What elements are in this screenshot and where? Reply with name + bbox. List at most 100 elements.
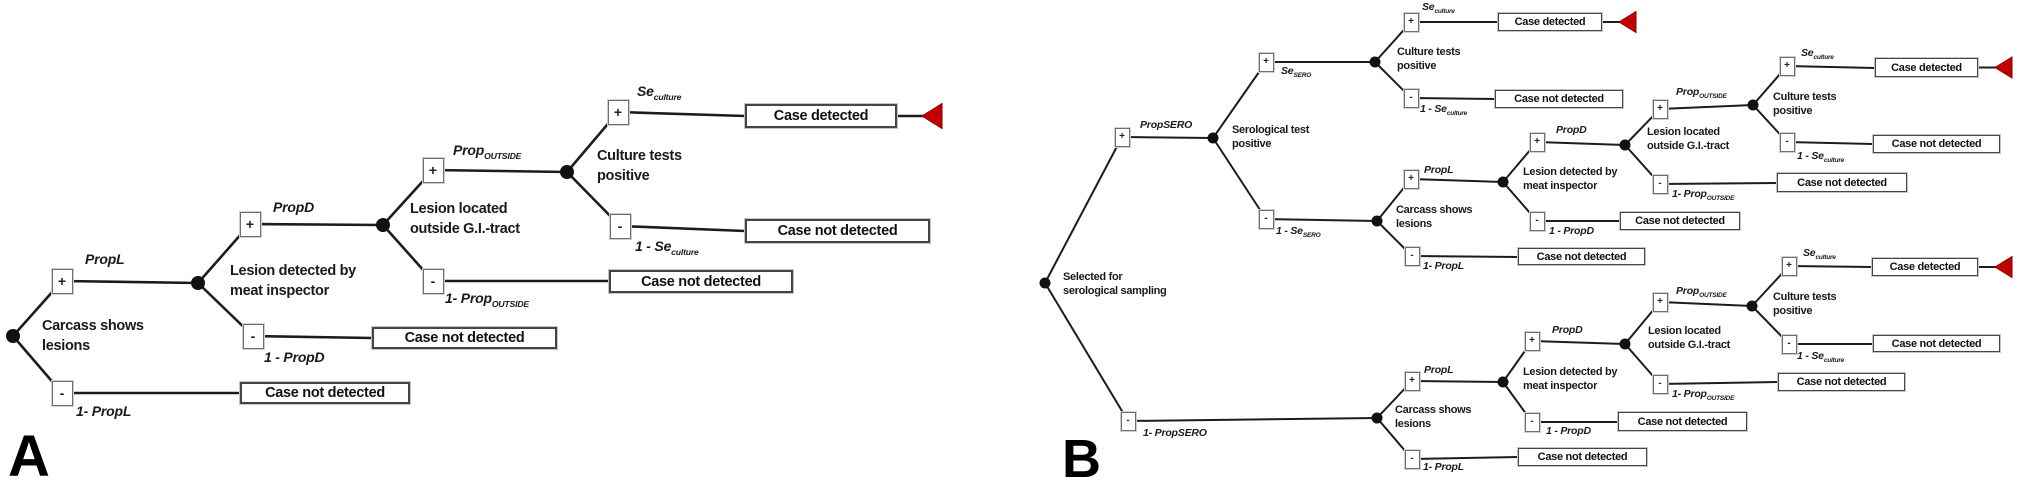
branch-line xyxy=(1127,417,1378,422)
event-label: Lesion detected by meat inspector xyxy=(1523,166,1618,192)
sign-plus-box: + xyxy=(1404,371,1420,391)
branch-line xyxy=(1411,380,1504,383)
branch-line xyxy=(1531,340,1626,345)
probability-label: 1- PropSERO xyxy=(1143,427,1207,439)
branch-line xyxy=(1411,456,1519,460)
outcome-box-case-not-detected: Case not detected xyxy=(240,382,410,404)
sign-minus-box: - xyxy=(1404,246,1420,266)
outcome-box-case-not-detected: Case not detected xyxy=(1873,135,2000,153)
probability-label: PropOUTSIDE xyxy=(1676,86,1727,101)
sign-plus-box: + xyxy=(1403,12,1419,32)
detected-endpoint-triangle-icon xyxy=(1994,56,2013,79)
event-label: Culture tests positive xyxy=(1397,46,1461,72)
branch-line xyxy=(1411,255,1519,258)
chance-node-dot xyxy=(1369,56,1381,68)
branch-line xyxy=(1410,97,1496,100)
branch-line xyxy=(1044,136,1123,284)
chance-node-dot xyxy=(1371,215,1383,227)
sign-plus-box: + xyxy=(1403,169,1419,189)
branch-line xyxy=(1659,301,1753,307)
probability-label: PropL xyxy=(1424,164,1454,176)
chance-node-dot xyxy=(1497,176,1509,188)
outcome-box-case-not-detected: Case not detected xyxy=(1778,373,1905,391)
outcome-box-case-detected: Case detected xyxy=(745,104,897,128)
chance-node-dot xyxy=(1746,300,1758,312)
probability-label: PropOUTSIDE xyxy=(453,142,522,161)
probability-label: PropSERO xyxy=(1140,119,1193,131)
probability-label: 1- PropL xyxy=(1423,461,1464,473)
branch-line xyxy=(249,222,384,227)
branch-line xyxy=(1659,381,1779,385)
detected-endpoint-triangle-icon xyxy=(1618,10,1637,34)
probability-label: 1- PropOUTSIDE xyxy=(1672,188,1735,203)
event-label: Lesion detected by meat inspector xyxy=(230,263,356,299)
sign-plus-box: + xyxy=(1652,292,1668,312)
probability-label: PropD xyxy=(1552,324,1583,336)
outcome-box-case-detected: Case detected xyxy=(1498,13,1602,31)
probability-label: Seculture xyxy=(1803,247,1836,262)
sign-plus-box: + xyxy=(1652,99,1668,119)
sign-plus-box: + xyxy=(1779,56,1795,76)
branch-line xyxy=(617,110,746,118)
detected-endpoint-triangle-icon xyxy=(1994,255,2013,279)
chance-node-dot xyxy=(1747,99,1759,111)
branch-line xyxy=(432,168,568,174)
probability-label: 1 - PropD xyxy=(264,349,325,365)
branch-line xyxy=(61,279,199,285)
branch-line xyxy=(1410,178,1504,183)
probability-label: 1- PropOUTSIDE xyxy=(445,290,529,309)
sign-plus-box: + xyxy=(239,211,261,237)
chance-node-dot xyxy=(1619,139,1631,151)
branch-line xyxy=(1659,104,1754,110)
outcome-box-case-not-detected: Case not detected xyxy=(609,270,793,293)
sign-minus-box: - xyxy=(609,213,631,239)
probability-label: PropD xyxy=(273,199,315,215)
outcome-box-case-not-detected: Case not detected xyxy=(372,327,557,349)
panel-label-b: B xyxy=(1062,429,1101,483)
event-label: Lesion detected by meat inspector xyxy=(1523,366,1618,392)
sign-minus-box: - xyxy=(422,268,444,294)
sign-plus-box: + xyxy=(422,157,444,183)
chance-node-dot xyxy=(191,276,205,290)
probability-label: PropL xyxy=(85,251,125,267)
sign-plus-box: + xyxy=(51,268,73,294)
sign-plus-box: + xyxy=(1524,331,1540,351)
event-label: Lesion located outside G.I.-tract xyxy=(1648,325,1730,351)
chance-node-dot xyxy=(6,329,20,343)
event-label: Carcass shows lesions xyxy=(42,318,144,354)
sign-minus-box: - xyxy=(242,323,264,349)
chance-node-dot xyxy=(1371,412,1383,424)
event-label: Lesion located outside G.I.-tract xyxy=(410,201,520,237)
chance-node-dot xyxy=(1497,376,1509,388)
probability-label: Seculture xyxy=(1801,47,1834,62)
probability-label: PropOUTSIDE xyxy=(1676,285,1727,300)
branch-line xyxy=(1121,136,1214,139)
probability-label: PropL xyxy=(1424,364,1454,376)
outcome-box-case-detected: Case detected xyxy=(1872,258,1978,276)
sign-minus-box: - xyxy=(1779,132,1795,152)
probability-label: 1 - Seculture xyxy=(635,238,699,257)
sign-minus-box: - xyxy=(51,380,73,406)
chance-node-dot xyxy=(376,218,390,232)
branch-line xyxy=(252,334,373,340)
chance-node-dot xyxy=(1619,338,1631,350)
event-label: Carcass shows lesions xyxy=(1395,404,1472,430)
sign-minus-box: - xyxy=(1524,412,1540,432)
probability-label: PropD xyxy=(1556,124,1587,136)
outcome-box-case-not-detected: Case not detected xyxy=(1518,248,1645,265)
panel-label-a: A xyxy=(8,424,50,483)
event-label: Lesion located outside G.I.-tract xyxy=(1647,126,1729,152)
outcome-box-case-not-detected: Case not detected xyxy=(1777,173,1907,192)
outcome-box-case-not-detected: Case not detected xyxy=(1618,412,1747,431)
branch-line xyxy=(1044,282,1129,422)
sign-plus-box: + xyxy=(1529,132,1545,152)
probability-label: Seculture xyxy=(1422,1,1455,16)
sign-minus-box: - xyxy=(1529,211,1545,231)
outcome-box-case-not-detected: Case not detected xyxy=(1495,90,1623,108)
event-label: Culture tests positive xyxy=(1773,91,1837,117)
sign-plus-box: + xyxy=(607,99,629,125)
sign-plus-box: + xyxy=(1781,256,1797,276)
probability-label: 1 - Seculture xyxy=(1797,350,1845,365)
